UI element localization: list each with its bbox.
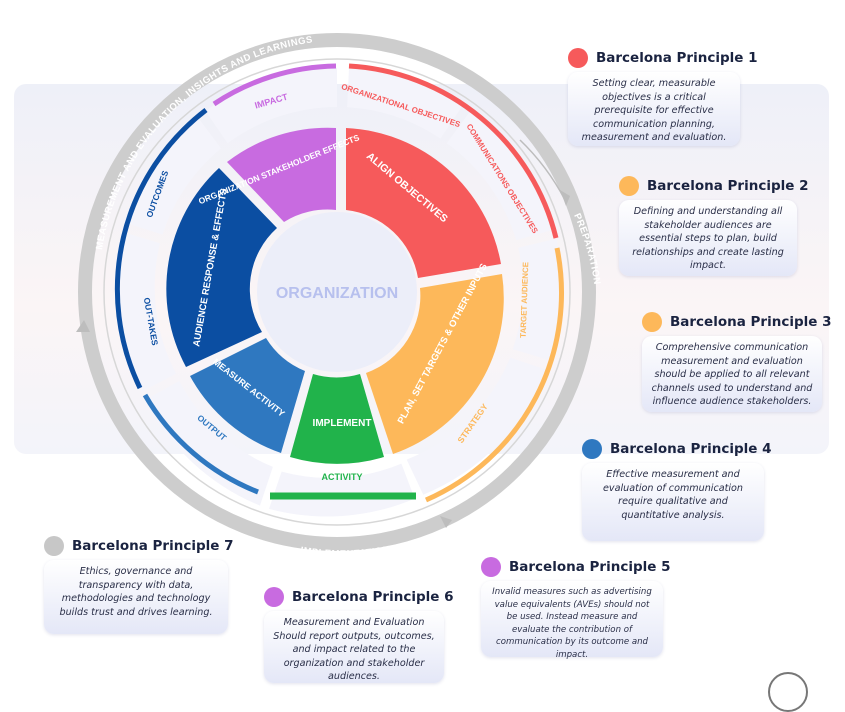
principle-5-text: Invalid measures such as advertising val…: [481, 581, 663, 660]
segment-implement: [290, 374, 384, 464]
principle-3-dot-icon: [642, 312, 662, 332]
principle-6-text: Measurement and Evaluation Should report…: [264, 611, 444, 683]
arrowhead-preparation-icon: [560, 190, 570, 206]
principle-6: Barcelona Principle 6 Measurement and Ev…: [264, 587, 454, 683]
principle-6-title: Barcelona Principle 6: [292, 589, 454, 605]
principle-7-title: Barcelona Principle 7: [72, 538, 234, 554]
principle-5-title: Barcelona Principle 5: [509, 559, 671, 575]
label-target-audience: TARGET AUDIENCE: [519, 261, 531, 338]
principle-7-text: Ethics, governance and transparency with…: [44, 560, 228, 634]
label-activity: ACTIVITY: [321, 472, 362, 482]
outer-label-bottom: IMPLEMENTATION: [299, 544, 390, 560]
segment-plan: [366, 274, 504, 454]
principle-3-title: Barcelona Principle 3: [670, 314, 832, 330]
edge-darkblue: [114, 108, 208, 390]
principle-3-text: Comprehensive communication measurement …: [642, 336, 822, 412]
center-label: ORGANIZATION: [276, 285, 398, 302]
segment-audience-response: [166, 168, 277, 367]
principle-7-dot-icon: [44, 536, 64, 556]
edge-purple: [212, 63, 337, 107]
principle-4-text: Effective measurement and evaluation of …: [582, 463, 764, 541]
label-implement: IMPLEMENT: [313, 418, 372, 429]
principle-2: Barcelona Principle 2 Defining and under…: [619, 176, 809, 276]
principle-3: Barcelona Principle 3 Comprehensive comm…: [642, 312, 832, 412]
center-circle: [257, 212, 417, 372]
outer-segments: [114, 68, 563, 517]
principle-2-title: Barcelona Principle 2: [647, 178, 809, 194]
arrowhead-measurement-icon: [76, 320, 90, 332]
principle-1-title: Barcelona Principle 1: [596, 50, 758, 66]
edge-yellow: [424, 247, 564, 503]
principle-2-text: Defining and understanding all stakehold…: [619, 200, 797, 276]
svg-text:IMPLEMENTATION: IMPLEMENTATION: [299, 544, 391, 560]
principle-7: Barcelona Principle 7 Ethics, governance…: [44, 536, 234, 634]
segment-align-objectives: [346, 128, 501, 278]
edge-midblue: [142, 393, 259, 495]
arrowhead-implementation-icon: [440, 516, 452, 528]
logo-icon: [768, 672, 808, 712]
principle-1: Barcelona Principle 1 Setting clear, mea…: [568, 48, 758, 146]
outer-ring: [78, 33, 596, 551]
principle-6-dot-icon: [264, 587, 284, 607]
principle-5-dot-icon: [481, 557, 501, 577]
inner-thin-ring: [103, 58, 571, 526]
principle-1-text: Setting clear, measurable objectives is …: [568, 72, 740, 146]
principle-4: Barcelona Principle 4 Effective measurem…: [582, 439, 772, 541]
principle-4-title: Barcelona Principle 4: [610, 441, 772, 457]
cycle-wheel: ORGANIZATION MEASUREMENT AND EVALUATION,…: [76, 33, 596, 560]
principle-2-dot-icon: [619, 176, 639, 196]
principle-5: Barcelona Principle 5 Invalid measures s…: [481, 557, 671, 660]
edge-red: [348, 63, 559, 239]
segment-org-stakeholder: [227, 127, 336, 222]
principle-1-dot-icon: [568, 48, 588, 68]
segment-measure-activity: [190, 338, 305, 453]
principle-4-dot-icon: [582, 439, 602, 459]
